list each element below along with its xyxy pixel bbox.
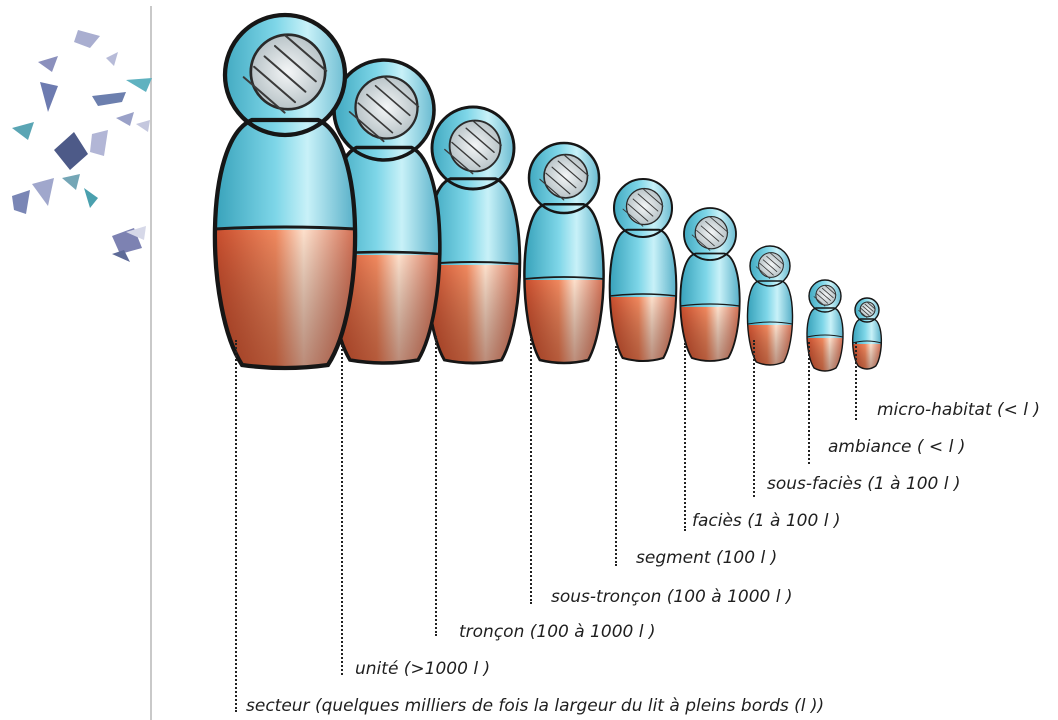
leader-line-sous-troncon <box>530 336 532 604</box>
leader-line-secteur <box>235 340 237 712</box>
leader-line-troncon <box>435 336 437 636</box>
leader-line-sous-facies <box>753 340 755 497</box>
level-label-troncon: tronçon (100 à 1000 l ) <box>459 622 656 642</box>
leader-line-unite <box>341 345 343 675</box>
nesting-doll-segment <box>599 175 688 368</box>
level-label-sous-facies: sous-faciès (1 à 100 l ) <box>767 474 961 494</box>
level-label-micro-habitat: micro-habitat (< l ) <box>877 400 1040 420</box>
level-label-segment: segment (100 l ) <box>636 548 777 568</box>
level-label-facies: faciès (1 à 100 l ) <box>692 511 840 531</box>
leader-line-facies <box>684 343 686 531</box>
leader-line-segment <box>615 346 617 566</box>
nesting-doll-facies <box>670 204 749 368</box>
leader-line-ambiance <box>808 342 810 464</box>
level-label-sous-troncon: sous-tronçon (100 à 1000 l ) <box>551 587 793 607</box>
level-label-ambiance: ambiance ( < l ) <box>828 437 965 457</box>
level-label-secteur: secteur (quelques milliers de fois la la… <box>246 696 824 716</box>
nesting-doll-micro-habitat <box>848 294 886 376</box>
nesting-doll-sous-troncon <box>511 139 617 370</box>
nesting-doll-sous-facies <box>740 242 800 372</box>
leader-line-micro-habitat <box>855 342 857 420</box>
level-label-unite: unité (>1000 l ) <box>355 659 490 679</box>
